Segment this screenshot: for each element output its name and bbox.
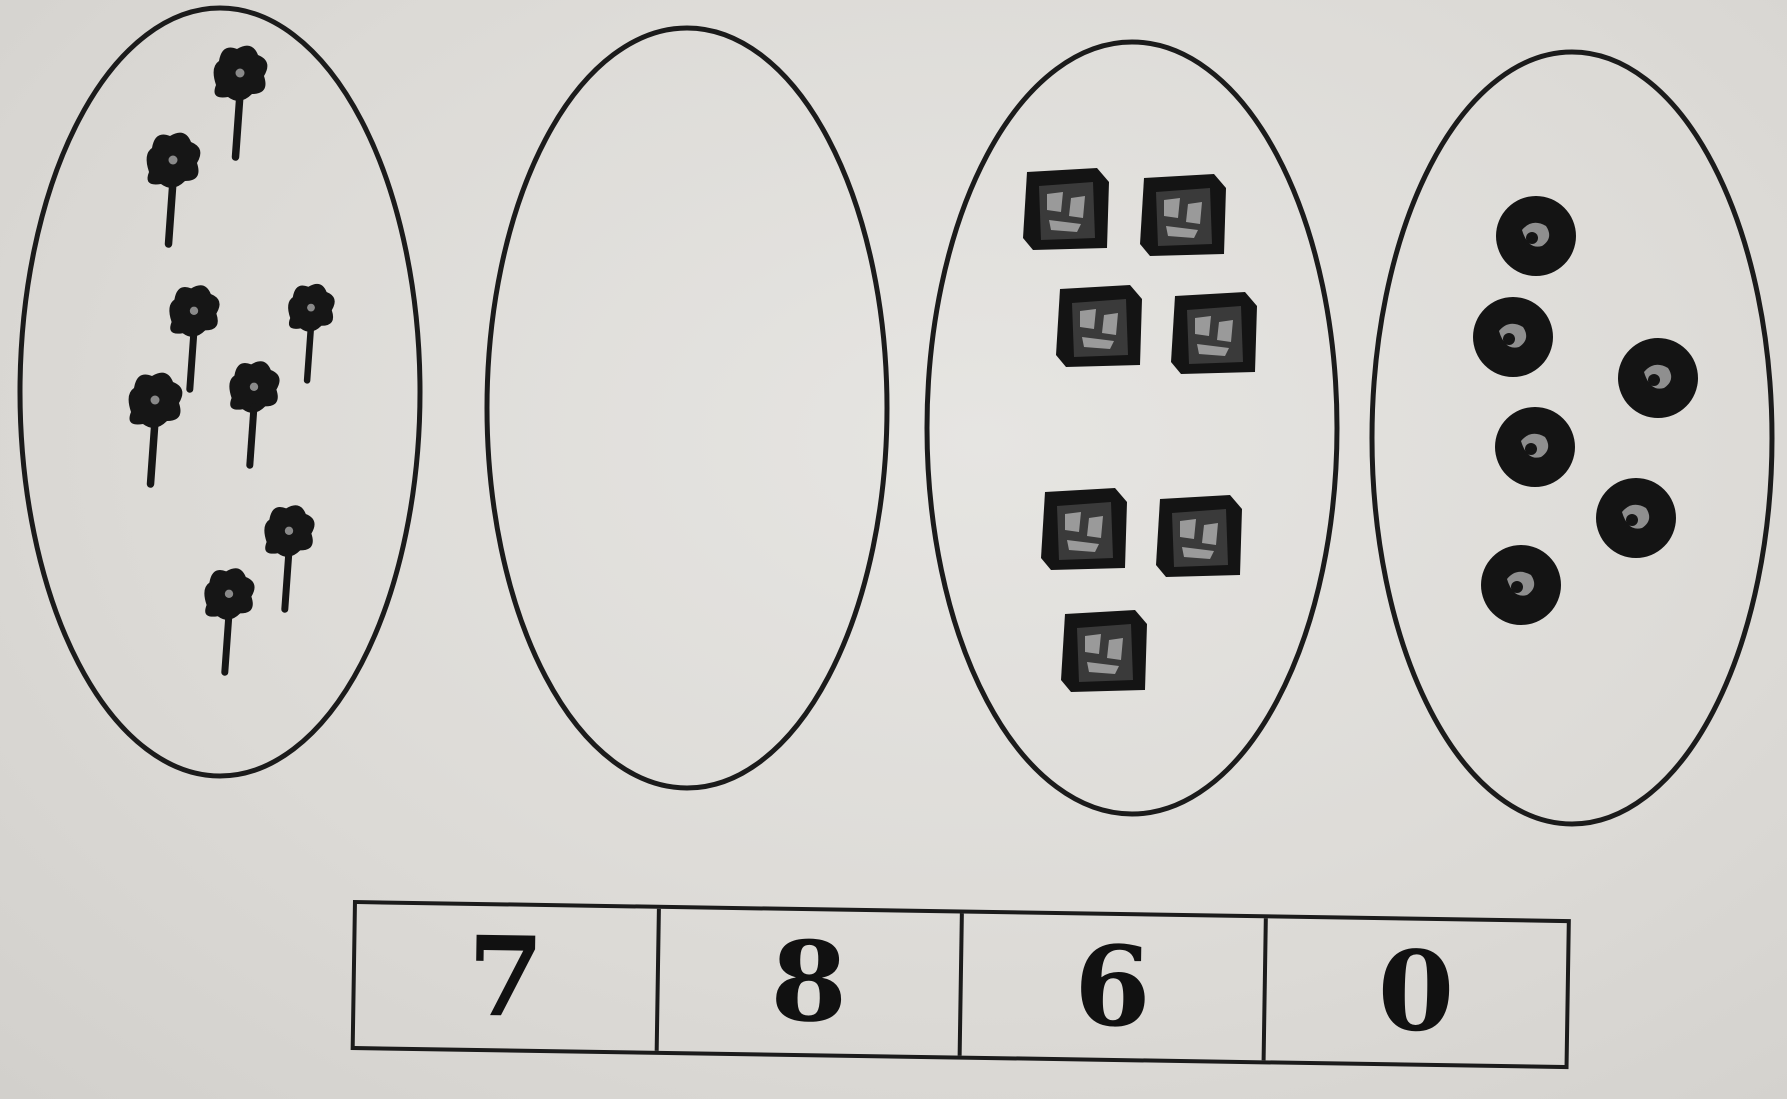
flower-icon	[129, 373, 183, 484]
ball-icon	[1481, 545, 1561, 625]
ball-icon	[1495, 407, 1575, 487]
cube-icon	[1156, 495, 1242, 577]
cubes-group	[1023, 168, 1257, 692]
flower-icon	[288, 284, 335, 381]
cube-icon	[1171, 292, 1257, 374]
cube-icon	[1140, 174, 1226, 256]
ball-icon	[1496, 196, 1576, 276]
flowers-group	[129, 46, 335, 673]
flower-icon	[204, 568, 254, 672]
set-oval-flowers	[20, 8, 420, 776]
number-strip: 7 8 6 0	[351, 900, 1571, 1069]
cube-icon	[1023, 168, 1109, 250]
cube-icon	[1056, 285, 1142, 367]
number-card[interactable]: 7	[355, 904, 661, 1051]
number-card[interactable]: 6	[962, 914, 1268, 1061]
set-oval-cubes	[927, 42, 1337, 814]
ball-icon	[1618, 338, 1698, 418]
flower-icon	[264, 505, 314, 609]
cube-icon	[1041, 488, 1127, 570]
number-card[interactable]: 0	[1265, 918, 1567, 1065]
flower-icon	[147, 133, 201, 244]
ball-icon	[1473, 297, 1553, 377]
cube-icon	[1061, 610, 1147, 692]
number-card[interactable]: 8	[658, 909, 964, 1056]
set-oval-empty	[487, 28, 887, 788]
flower-icon	[229, 361, 279, 465]
flower-icon	[214, 46, 268, 157]
balls-group	[1473, 196, 1698, 625]
ball-icon	[1596, 478, 1676, 558]
flower-icon	[169, 285, 219, 389]
